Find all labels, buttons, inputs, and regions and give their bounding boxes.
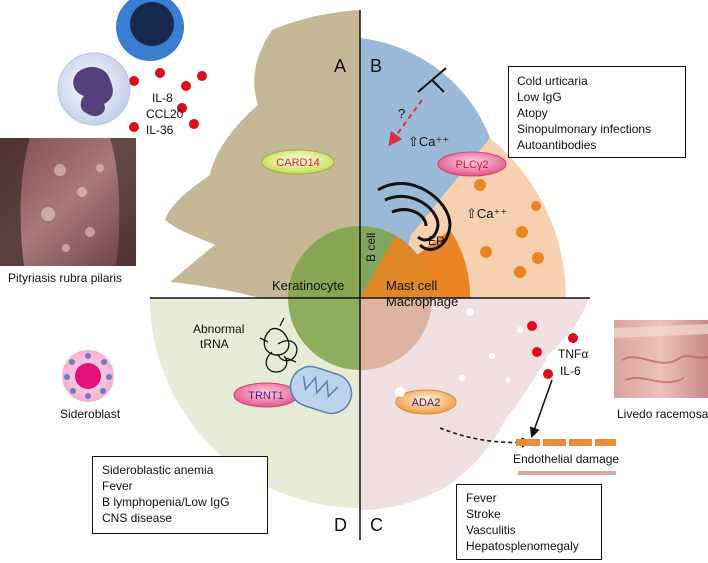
arrow-tnf-endothelial bbox=[529, 379, 553, 438]
box-b-item-2: Atopy bbox=[517, 106, 548, 120]
gene-trnt1-label: TRNT1 bbox=[248, 390, 283, 402]
cytokine-a-0: IL-8 bbox=[152, 91, 173, 105]
signal-arrow bbox=[388, 99, 423, 147]
box-b-item-3: Sinopulmonary infections bbox=[517, 122, 652, 136]
cytokine-a-1: CCL20 bbox=[146, 107, 184, 121]
gene-plcg2: PLCγ2 bbox=[437, 151, 507, 177]
nucleus-mast-tint bbox=[360, 236, 432, 298]
box-c-item-0: Fever bbox=[466, 491, 497, 505]
mast-cell-label: Mast cell bbox=[386, 278, 437, 293]
box-d-item-3: CNS disease bbox=[102, 511, 173, 525]
gene-ada2-label: ADA2 bbox=[412, 397, 441, 409]
abnormal-trna-label-2: tRNA bbox=[200, 337, 229, 351]
box-b-item-1: Low IgG bbox=[517, 90, 562, 104]
b-cell-label: B cell bbox=[364, 233, 378, 262]
er-organelle bbox=[377, 182, 452, 251]
box-d-item-1: Fever bbox=[102, 479, 133, 493]
photo-pityriasis-label: Pityriasis rubra pilaris bbox=[8, 271, 122, 285]
cytokine-c-0: TNFα bbox=[558, 347, 588, 361]
keratinocyte-cell bbox=[165, 10, 360, 298]
sideroblast-label: Sideroblast bbox=[60, 407, 121, 421]
dashed-arrow-endothelial bbox=[439, 427, 533, 448]
gene-trnt1: TRNT1 bbox=[233, 382, 299, 408]
sideroblast-icon bbox=[62, 350, 114, 402]
photo-livedo bbox=[614, 320, 708, 398]
keratinocyte-label: Keratinocyte bbox=[272, 278, 344, 293]
ca-up-label-2: ⇧Ca⁺⁺ bbox=[466, 206, 507, 221]
gene-card14: CARD14 bbox=[261, 149, 335, 175]
quadrant-letter-a: A bbox=[334, 56, 346, 76]
cytokine-c-1: IL-6 bbox=[560, 364, 581, 378]
cytokine-dots-a bbox=[129, 68, 207, 132]
endothelial-damage-label: Endothelial damage bbox=[513, 452, 619, 466]
er-label: ER bbox=[428, 234, 445, 248]
abnormal-trna-label-1: Abnormal bbox=[193, 322, 244, 336]
neutrophil-icon bbox=[57, 52, 131, 126]
gene-plcg2-label: PLCγ2 bbox=[455, 159, 488, 171]
trna-icon bbox=[259, 317, 298, 373]
box-d-item-0: Sideroblastic anemia bbox=[102, 463, 214, 477]
box-b-item-0: Cold urticaria bbox=[517, 74, 588, 88]
box-quadrant-c: Fever Stroke Vasculitis Hepatosplenomega… bbox=[456, 484, 602, 560]
gene-ada2: ADA2 bbox=[395, 389, 457, 415]
mast-granules bbox=[474, 179, 544, 278]
box-c-item-1: Stroke bbox=[466, 507, 501, 521]
macrophage-vesicles bbox=[395, 308, 523, 397]
lymphocyte-icon bbox=[116, 0, 184, 61]
box-quadrant-d: Sideroblastic anemia Fever B lymphopenia… bbox=[92, 456, 268, 534]
gene-card14-label: CARD14 bbox=[276, 157, 319, 169]
quadrant-letter-c: C bbox=[370, 515, 383, 535]
photo-pityriasis bbox=[0, 138, 136, 266]
macrophage-label: Macrophage bbox=[386, 294, 458, 309]
box-c-item-2: Vasculitis bbox=[466, 523, 516, 537]
ca-up-label-1: ⇧Ca⁺⁺ bbox=[408, 134, 449, 149]
nucleus-macro-tint bbox=[360, 298, 432, 370]
photo-livedo-label: Livedo racemosa bbox=[617, 407, 708, 421]
quadrant-letter-d: D bbox=[334, 515, 347, 535]
cytokine-dots-c bbox=[527, 321, 578, 379]
endothelium-layer bbox=[516, 439, 616, 475]
quadrant-letter-b: B bbox=[370, 56, 382, 76]
box-b-item-4: Autoantibodies bbox=[517, 138, 597, 152]
box-quadrant-b: Cold urticaria Low IgG Atopy Sinopulmona… bbox=[508, 66, 686, 158]
mitochondrion-icon bbox=[289, 365, 353, 415]
box-d-item-2: B lymphopenia/Low IgG bbox=[102, 495, 230, 509]
question-mark: ? bbox=[398, 106, 405, 121]
cytokine-a-2: IL-36 bbox=[146, 123, 174, 137]
receptor-icon bbox=[417, 67, 447, 93]
box-c-item-3: Hepatosplenomegaly bbox=[466, 539, 579, 553]
